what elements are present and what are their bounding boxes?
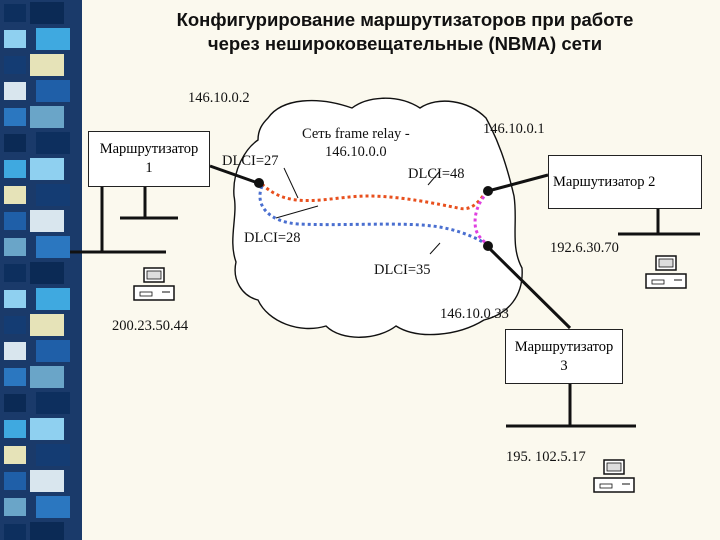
stripe-square: [4, 108, 26, 126]
stripe-square: [36, 392, 70, 414]
stripe-square: [4, 212, 26, 230]
r2-link: [487, 173, 549, 193]
dlci-27-label: DLCI=27: [222, 153, 279, 169]
router2-cloud-node: [483, 186, 493, 196]
stripe-square: [4, 134, 26, 152]
computer-icon: [645, 255, 687, 289]
router1-cloud-node: [254, 178, 264, 188]
stripe-square: [4, 394, 26, 412]
stripe-square: [4, 4, 26, 22]
dlci27-pointer: [283, 167, 299, 199]
lan1-address: 200.23.50.44: [112, 318, 189, 334]
slide-title: Конфигурирование маршрутизаторов при раб…: [95, 8, 715, 56]
stripe-square: [36, 288, 70, 310]
stripe-square: [4, 160, 26, 178]
computer-icon: [593, 459, 635, 493]
pvc-router2-router3: [473, 190, 490, 247]
title-line-1: Конфигурирование маршрутизаторов при раб…: [176, 9, 634, 30]
dlci28-pointer: [275, 205, 319, 219]
title-line-2: через нешироковещательные (NBMA) сети: [207, 33, 603, 54]
cloud-label-line1: Сеть frame relay -: [302, 126, 410, 142]
lan3-address: 195. 102.5.17: [506, 449, 586, 465]
stripe-square: [36, 28, 70, 50]
stripe-square: [30, 262, 64, 284]
frame-relay-cloud: [232, 97, 523, 338]
pvc-router1-router3: [258, 185, 487, 246]
stripe-square: [36, 80, 70, 102]
stripe-square: [36, 340, 70, 362]
router3-frame-address: 146.10.0.33: [440, 306, 509, 322]
stripe-square: [36, 184, 70, 206]
stripe-square: [4, 56, 26, 74]
stripe-square: [4, 238, 26, 256]
stripe-square: [36, 132, 70, 154]
router-1: Маршрутизатор 1: [88, 131, 210, 187]
router2-frame-address: 146.10.0.1: [483, 121, 545, 137]
stripe-square: [30, 54, 64, 76]
stripe-square: [4, 264, 26, 282]
stripe-square: [4, 30, 26, 48]
stripe-square: [30, 522, 64, 540]
router-3-line1: Маршрутизатор: [514, 338, 614, 355]
router-2-line1: Маршутизатор 2: [553, 173, 656, 190]
stripe-square: [4, 498, 26, 516]
stripe-square: [30, 2, 64, 24]
r1-link: [209, 164, 259, 185]
dlci-48-label: DLCI=48: [408, 166, 465, 182]
router1-frame-address: 146.10.0.2: [188, 90, 250, 106]
stripe-square: [4, 446, 26, 464]
stripe-square: [4, 420, 26, 438]
router-1-line1: Маршрутизатор: [99, 141, 199, 157]
stripe-square: [4, 290, 26, 308]
decorative-side-stripe: [0, 0, 82, 540]
cloud-label: Сеть frame relay - 146.10.0.0: [302, 125, 410, 161]
lan2-address: 192.6.30.70: [550, 240, 619, 256]
stripe-square: [4, 316, 26, 334]
stripe-square: [4, 186, 26, 204]
stripe-square: [4, 524, 26, 540]
dlci-28-label: DLCI=28: [244, 230, 301, 246]
dlci48-pointer: [427, 170, 441, 186]
dlci-35-label: DLCI=35: [374, 262, 431, 278]
stripe-square: [4, 368, 26, 386]
stripe-square: [36, 444, 70, 466]
router-3: Маршрутизатор 3: [505, 329, 623, 384]
router-3-line2: 3: [560, 357, 568, 374]
computer-icon: [133, 267, 175, 301]
stripe-square: [30, 158, 64, 180]
dlci35-pointer: [429, 242, 441, 255]
stripe-square: [30, 470, 64, 492]
stripe-square: [4, 472, 26, 490]
stripe-square: [30, 418, 64, 440]
stripe-square: [30, 210, 64, 232]
router-1-line2: 1: [145, 160, 153, 176]
stripe-square: [4, 342, 26, 360]
stripe-square: [36, 496, 70, 518]
cloud-label-line2: 146.10.0.0: [325, 144, 387, 160]
r3-link: [486, 245, 572, 330]
pvc-router1-router2: [260, 182, 488, 211]
stripe-square: [36, 236, 70, 258]
stripe-square: [4, 82, 26, 100]
stripe-square: [30, 314, 64, 336]
stripe-square: [30, 366, 64, 388]
stripe-square: [30, 106, 64, 128]
router-2: Маршутизатор 2: [548, 155, 702, 209]
router3-cloud-node: [483, 241, 493, 251]
